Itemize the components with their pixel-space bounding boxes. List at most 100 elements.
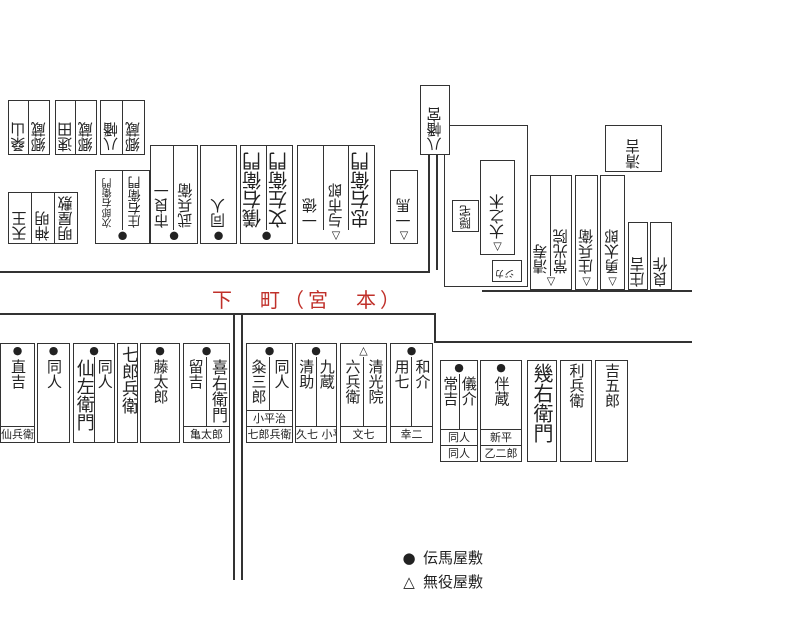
dot-icon: ● [264, 344, 275, 357]
resident-name: 同人 [93, 357, 115, 442]
dot-icon: ● [117, 230, 128, 243]
triangle-icon: △ [399, 230, 409, 243]
lot-names: 清吉 [606, 126, 661, 171]
lot-content: 桑山郷蔵 [9, 101, 49, 154]
dot-icon: ● [89, 344, 99, 357]
sub-resident-name: 七郎兵衛 [247, 426, 292, 441]
street-north-edge-east [482, 290, 692, 292]
north_lots-lot: △清寿常光院 [530, 175, 572, 290]
resident-name: 常吉 [441, 376, 459, 406]
resident-name: 清寿 [531, 176, 552, 276]
lot-content: 吉五郎 [596, 361, 627, 461]
lot-content: △庄兵衛 [576, 176, 597, 289]
lot-names: 九蔵清助 [296, 357, 336, 426]
resident-name: 八幡 [101, 101, 123, 154]
triangle-icon: △ [493, 241, 502, 254]
lot-names: 庄兵衛 [576, 176, 597, 276]
lot-content: ●市良一武兵衛 [151, 146, 197, 243]
lot-names: 七郎兵衛 [118, 344, 137, 442]
sub-resident-name: 文七 [341, 426, 386, 442]
resident-name: 良作 [651, 257, 670, 287]
resident-name: 清助 [297, 359, 316, 389]
resident-name: 忠右衛門 [350, 152, 373, 228]
lot-content: ●儀右衛門文左衛門 [241, 146, 292, 243]
street-label: 下 町（宮 本） [212, 288, 404, 312]
sub-resident-name: 亀太郎 [184, 426, 229, 442]
lot-names: 一馬 [391, 171, 417, 230]
dot-icon: ● [213, 230, 224, 243]
resident-name: 与市郎 [323, 146, 350, 230]
south_lots-lot: ●同人 [37, 343, 70, 443]
south_lots-lot: ●和介用七幸二 [390, 343, 433, 443]
lot-content: ●同人粂三郎小平治七郎兵衛 [247, 344, 292, 442]
lot-names: 天王神明明屋敷 [9, 193, 77, 243]
street-north-edge [0, 271, 430, 273]
south_lots-lot: 吉五郎 [595, 360, 628, 462]
north_lots-lot: △庄兵衛 [575, 175, 598, 290]
north_lots-lot: 桑山郷蔵 [8, 100, 50, 155]
resident-name: 七郎兵衛 [118, 346, 137, 414]
lot-content: ●伴蔵新平乙二郎 [481, 361, 521, 461]
lot-content: ●儀介常吉同人同人 [441, 361, 477, 461]
resident-name: 幾右衛門 [530, 363, 554, 443]
lot-content: 庄吉 [629, 223, 647, 289]
triangle-icon: △ [331, 230, 341, 243]
resident-name: 速田 [56, 101, 77, 154]
lot-content: カジ [493, 261, 521, 281]
lot-content: 速田郷蔵 [56, 101, 96, 154]
resident-name: 儀介 [458, 374, 477, 429]
lot-names: 清寿常光院 [531, 176, 571, 276]
legend-label: 伝馬屋敷 [423, 549, 484, 567]
lane-line [436, 150, 438, 270]
cross-street [233, 313, 235, 580]
resident-name: 直吉 [9, 359, 27, 389]
south_lots-lot: ●直吉仙兵衛 [0, 343, 35, 443]
lot-names: 市良一武兵衛 [151, 146, 197, 230]
lot-content: ●同人 [38, 344, 69, 442]
lot-names: 八幡郷蔵 [101, 101, 144, 154]
lot-content: ●同人 [201, 146, 236, 243]
lot-names: 同人粂三郎 [247, 357, 292, 410]
lot-names: 大之木 [481, 161, 514, 241]
resident-name: 勇太郎 [603, 229, 621, 274]
lane-line [428, 150, 430, 273]
cross-street [241, 313, 243, 580]
lot-content: 利兵衛 [561, 361, 591, 461]
resident-name: 吉五郎 [603, 363, 621, 408]
resident-name: 粂三郎 [249, 359, 268, 404]
north_lots-lot: ●市良一武兵衛 [150, 145, 198, 244]
dot-icon: ● [406, 344, 417, 357]
sub-resident-name: 同人 [441, 429, 477, 445]
lot-content: 八幡郷蔵 [101, 101, 144, 154]
lot-content: ●和介用七幸二 [391, 344, 432, 442]
south_lots-lot: ●喜右衛門留吉亀太郎 [183, 343, 230, 443]
resident-name: 同人 [45, 359, 63, 389]
lot-names: 同人 [201, 146, 236, 230]
dot-icon: ● [201, 344, 212, 357]
dot-icon: ● [12, 344, 23, 357]
triangle-icon: △ [546, 276, 556, 289]
dot-icon: ● [454, 361, 464, 374]
lot-content: ●次郎右衛門庄右衛門 [96, 171, 149, 243]
lot-content: 天王神明明屋敷 [9, 193, 77, 243]
lot-content: 幾右衛門 [528, 361, 556, 461]
resident-name: 一徳 [298, 146, 324, 230]
lot-names: 清光院六兵衛 [341, 357, 386, 426]
lot-content: △勇太郎 [601, 176, 624, 289]
lot-content: 七郎兵衛 [118, 344, 137, 442]
south_lots-lot: 幾右衛門 [527, 360, 557, 462]
lot-names: 儀右衛門文左衛門 [241, 146, 292, 230]
triangle-icon: △ [359, 344, 368, 357]
legend-item-denma: ●伝馬屋敷 [395, 546, 483, 570]
sub-resident-name: 乙二郎 [481, 445, 521, 461]
lot-names: 一徳与市郎忠右衛門 [298, 146, 374, 230]
lot-names: 直吉 [1, 357, 34, 426]
resident-name: 八幡宮 [425, 107, 444, 152]
resident-name: 庄吉 [629, 257, 647, 287]
lot-content: 隠宅 [453, 201, 478, 231]
north_lots-lot: △大之木 [480, 160, 515, 255]
lot-names: 桑山郷蔵 [9, 101, 49, 154]
north_lots-lot: 天王神明明屋敷 [8, 192, 78, 244]
lot-content: △一馬 [391, 171, 417, 243]
resident-name: 明屋敷 [56, 196, 75, 241]
